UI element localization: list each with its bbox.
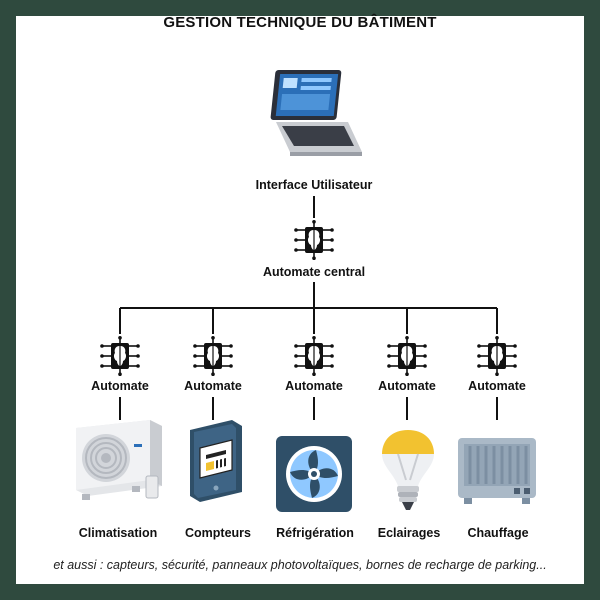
laptop-icon (270, 70, 362, 156)
device-label-1: Climatisation (78, 526, 158, 540)
automate-label-4: Automate (378, 379, 436, 393)
device-label-2: Compteurs (185, 526, 251, 540)
device-label-4: Eclairages (377, 526, 441, 540)
central-chip-icon (294, 220, 334, 260)
diagram-title: GESTION TECHNIQUE DU BÂTIMENT (163, 14, 437, 31)
device-label-3: Réfrigération (276, 526, 354, 540)
air-conditioner-icon (76, 420, 162, 500)
footer-note: et aussi : capteurs, sécurité, panneaux … (53, 558, 547, 572)
device-label-5: Chauffage (467, 526, 529, 540)
meter-icon (190, 420, 242, 502)
central-node-label: Automate central (262, 265, 366, 279)
automate-label-1: Automate (91, 379, 149, 393)
automate-chip-icon-4 (387, 336, 427, 376)
automate-chip-icon-1 (100, 336, 140, 376)
automate-label-5: Automate (468, 379, 526, 393)
top-node-label: Interface Utilisateur (255, 178, 373, 192)
automate-label-2: Automate (184, 379, 242, 393)
automate-chip-icon-5 (477, 336, 517, 376)
automate-chip-icon-2 (193, 336, 233, 376)
radiator-icon (458, 438, 536, 504)
light-bulb-icon (382, 430, 434, 510)
automate-chip-icon-3 (294, 336, 334, 376)
automate-label-3: Automate (285, 379, 343, 393)
fan-icon (276, 436, 352, 512)
